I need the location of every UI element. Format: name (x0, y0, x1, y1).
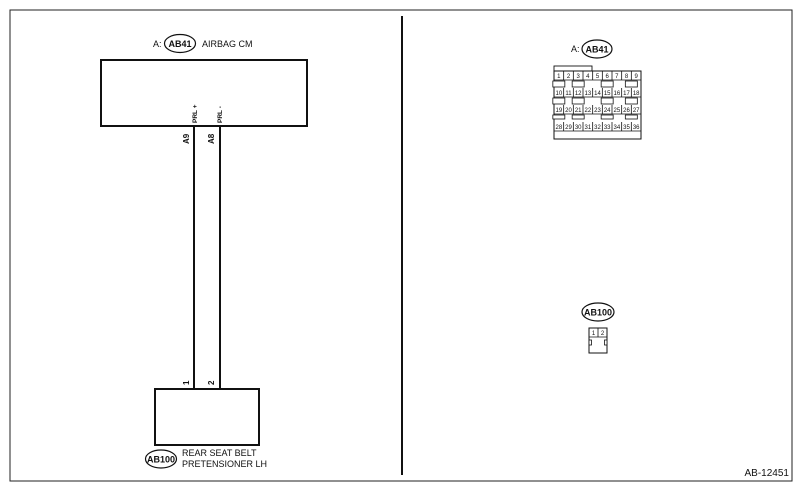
cm-connector-prefix: A: (153, 39, 162, 49)
connector-a-pin-3: 3 (576, 74, 580, 80)
connector-a-pin-12: 12 (575, 91, 582, 97)
connector-a-terminal (571, 97, 585, 105)
wire-pin-a8: A8 (207, 133, 216, 144)
figure-id: AB-12451 (745, 468, 790, 479)
connector-a-pin-5: 5 (596, 74, 600, 80)
connector-a-pin-8: 8 (625, 74, 629, 80)
connector-a-pin-17: 17 (623, 91, 630, 97)
connector-a-terminal (571, 114, 585, 120)
connector-a-terminal (624, 97, 638, 105)
connector-a-pin-1: 1 (557, 74, 561, 80)
connector-a-terminal (624, 114, 638, 120)
connector-a-pin-32: 32 (594, 125, 601, 131)
diagram-frame (9, 9, 793, 482)
connector-b-id: AB100 (584, 308, 612, 318)
connector-a-pin-4: 4 (586, 74, 590, 80)
cm-connector-oval (163, 33, 197, 54)
connector-a-terminal (552, 97, 566, 105)
connector-a-terminal (571, 80, 585, 88)
connector-a-pin-20: 20 (565, 108, 572, 114)
pretensioner-id: AB100 (147, 455, 175, 465)
connector-a-pin-16: 16 (613, 91, 620, 97)
pretensioner-name-line1: REAR SEAT BELT (182, 448, 257, 458)
connector-a-pin-26: 26 (623, 108, 630, 114)
connector-a-pin-36: 36 (633, 125, 640, 131)
connector-a-pin-30: 30 (575, 125, 582, 131)
connector-a-terminal (624, 80, 638, 88)
connector-a-terminal (600, 97, 614, 105)
signal-prl-plus: PRL + (192, 104, 199, 123)
connector-a-label: A: AB41 (571, 39, 613, 59)
pretensioner-label: AB100 REAR SEAT BELT PRETENSIONER LH (144, 448, 267, 469)
connector-a-pin-25: 25 (613, 108, 620, 114)
pretensioner-pin-1: 1 (182, 380, 191, 385)
connector-a-latch (553, 65, 593, 72)
connector-a-terminal (552, 114, 566, 120)
connector-a-pin-22: 22 (584, 108, 591, 114)
wire-pin-a9: A9 (182, 133, 191, 144)
signal-prl-minus: PRL - (217, 106, 224, 123)
connector-b-oval (581, 302, 615, 322)
connector-a-pin-18: 18 (633, 91, 640, 97)
cm-title: AIRBAG CM (202, 39, 253, 49)
connector-a-pin-29: 29 (565, 125, 572, 131)
connector-a-pin-6: 6 (605, 74, 609, 80)
connector-a-pin-9: 9 (634, 74, 638, 80)
connector-a-pin-31: 31 (584, 125, 591, 131)
connector-a-pin-7: 7 (615, 74, 619, 80)
connector-a-pin-15: 15 (604, 91, 611, 97)
pretensioner-box (154, 388, 260, 446)
connector-a-pin-2: 2 (567, 74, 571, 80)
connector-a-terminal (552, 80, 566, 88)
connector-a-pin-21: 21 (575, 108, 582, 114)
connector-a-pin-14: 14 (594, 91, 601, 97)
airbag-cm-box (100, 59, 308, 127)
connector-b-pin-2: 2 (601, 331, 605, 337)
connector-b-lock-right (604, 339, 608, 346)
connector-a-pin-28: 28 (555, 125, 562, 131)
connector-a-pin-13: 13 (584, 91, 591, 97)
connector-a-pin-19: 19 (555, 108, 562, 114)
connector-a-pin-11: 11 (565, 91, 572, 97)
connector-b-lock-left (588, 339, 592, 346)
connector-a-pin-35: 35 (623, 125, 630, 131)
connector-a-pin-34: 34 (613, 125, 620, 131)
connector-a-pin-24: 24 (604, 108, 611, 114)
airbag-cm-label: A: AB41 AIRBAG CM (153, 33, 253, 54)
connector-b-label: AB100 (581, 302, 615, 322)
connector-a-pin-33: 33 (604, 125, 611, 131)
pretensioner-oval (144, 449, 178, 469)
connector-a-terminal (600, 114, 614, 120)
cm-connector-id: AB41 (168, 39, 191, 49)
connector-a-pin-27: 27 (633, 108, 640, 114)
connector-b-pinout: 1 2 (588, 327, 608, 354)
connector-a-prefix: A: (571, 44, 580, 54)
connector-a-pin-10: 10 (555, 91, 562, 97)
connector-a-oval (581, 39, 613, 59)
connector-a-id: AB41 (585, 45, 608, 55)
connector-b-pin-1: 1 (592, 331, 596, 337)
connector-a-terminal (600, 80, 614, 88)
pretensioner-name-line2: PRETENSIONER LH (182, 459, 267, 469)
pretensioner-pin-2: 2 (207, 380, 216, 385)
connector-a-pin-23: 23 (594, 108, 601, 114)
